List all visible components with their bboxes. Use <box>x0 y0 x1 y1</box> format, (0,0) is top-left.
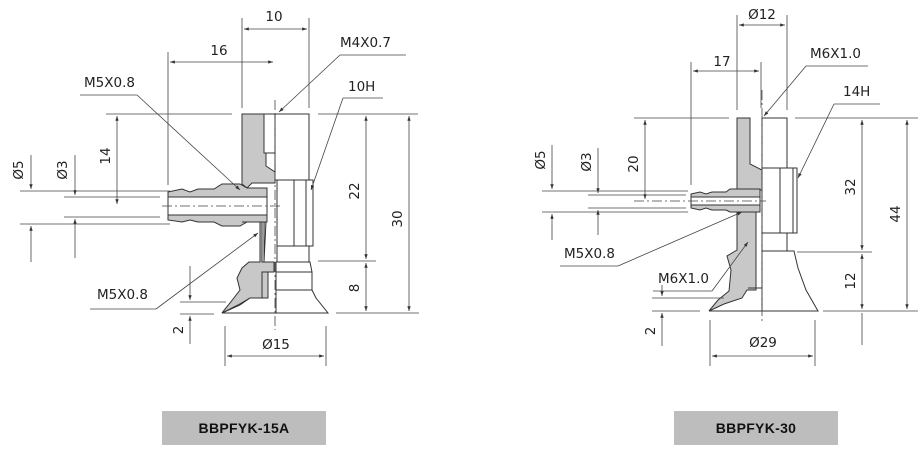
label-lower-thread: M5X0.8 <box>97 287 148 303</box>
dim-cup-height: 8 <box>347 284 363 293</box>
dim-cup-height: 12 <box>843 272 859 289</box>
dim-top-width: Ø12 <box>748 7 776 23</box>
drawing-bbpfyk-15a: 10 16 M4X0.7 10H M5X0.8 14 Ø5 <box>11 9 419 366</box>
dim-total-height: 44 <box>888 205 904 222</box>
dim-cup-dia: Ø29 <box>749 335 777 351</box>
label-side-thread: M5X0.8 <box>84 75 135 91</box>
label-hex-size: 14H <box>843 84 870 100</box>
label-port-thread: M4X0.7 <box>340 35 391 51</box>
dim-outer-dia: Ø5 <box>11 160 27 179</box>
label-lower-thread: M6X1.0 <box>658 271 709 287</box>
label-port-thread: M6X1.0 <box>810 46 861 62</box>
dim-elbow-height: 14 <box>98 147 114 164</box>
dim-elbow-width: 16 <box>210 43 227 59</box>
dim-outer-dia: Ø5 <box>533 150 549 169</box>
model-label-bbpfyk-30: BBPFYK-30 <box>674 411 838 445</box>
label-side-thread: M5X0.8 <box>564 246 615 262</box>
model-label-bbpfyk-15a: BBPFYK-15A <box>162 411 326 445</box>
dim-lip-height: 2 <box>643 327 659 336</box>
dim-inner-dia: Ø3 <box>579 152 595 171</box>
part-section-15a <box>167 113 330 314</box>
dim-total-height: 30 <box>390 210 406 227</box>
dim-upper-height: 32 <box>843 178 859 195</box>
label-hex-size: 10H <box>348 79 375 95</box>
dim-top-width: 10 <box>265 9 282 25</box>
dim-lip-height: 2 <box>171 326 187 335</box>
dim-elbow-width: 17 <box>713 54 730 70</box>
dim-upper-height: 22 <box>347 182 363 199</box>
dim-inner-dia: Ø3 <box>55 160 71 179</box>
part-section-30 <box>690 117 819 312</box>
drawing-bbpfyk-30: Ø12 17 M6X1.0 14H 20 Ø5 Ø3 <box>533 7 918 366</box>
dim-elbow-height: 20 <box>626 155 642 172</box>
dim-cup-dia: Ø15 <box>262 337 290 353</box>
